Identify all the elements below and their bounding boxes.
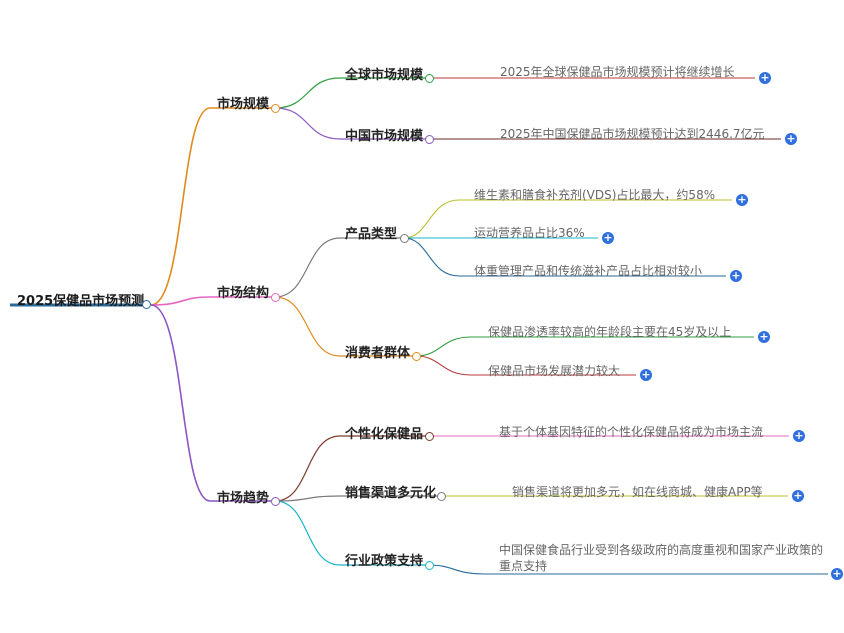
- node-product-type[interactable]: 产品类型: [345, 227, 398, 242]
- collapse-knob-consumer[interactable]: [412, 352, 421, 361]
- expand-button-age[interactable]: +: [758, 330, 770, 343]
- link-root-branch-2: [150, 304, 275, 502]
- branch-market-trend[interactable]: 市场趋势: [217, 491, 270, 506]
- link-branch-0-child-0: [274, 77, 429, 109]
- expand-button-potential[interactable]: +: [640, 368, 652, 381]
- node-global-market-size[interactable]: 全球市场规模: [345, 68, 424, 83]
- collapse-knob-market-size[interactable]: [271, 104, 280, 113]
- leaf-policy: 中国保健食品行业受到各级政府的高度重视和国家产业政策的重点支持: [499, 543, 824, 573]
- link-leaf-1-1-0: [415, 336, 754, 357]
- node-consumer-group[interactable]: 消费者群体: [345, 346, 411, 361]
- link-branch-2-child-2: [274, 500, 429, 566]
- leaf-age-penetration: 保健品渗透率较高的年龄段主要在45岁及以上: [488, 325, 732, 339]
- leaf-sports-share: 运动营养品占比36%: [474, 226, 585, 240]
- collapse-knob-product[interactable]: [400, 234, 409, 243]
- link-leaf-1-1-1: [415, 355, 636, 376]
- leaf-china-value: 2025年中国保健品市场规模预计达到2446.7亿元: [500, 127, 765, 141]
- root-node[interactable]: 2025保健品市场预测: [17, 294, 145, 309]
- link-root-branch-0: [150, 107, 275, 306]
- expand-button-weight[interactable]: +: [730, 269, 742, 282]
- node-sales-channel[interactable]: 销售渠道多元化: [345, 486, 437, 501]
- collapse-knob-channel[interactable]: [437, 492, 446, 501]
- link-branch-0-child-1: [274, 107, 429, 140]
- link-branch-1-child-0: [274, 237, 404, 298]
- expand-button-china[interactable]: +: [785, 132, 797, 145]
- collapse-knob-policy[interactable]: [425, 561, 434, 570]
- collapse-knob-market-trend[interactable]: [271, 497, 280, 506]
- leaf-growth-potential: 保健品市场发展潜力较大: [488, 364, 621, 378]
- node-policy-support[interactable]: 行业政策支持: [345, 554, 424, 569]
- link-leaf-1-0-2: [403, 237, 726, 277]
- expand-button-channels[interactable]: +: [792, 489, 804, 502]
- collapse-knob-personalized[interactable]: [425, 432, 434, 441]
- link-leaf-1-0-0: [403, 199, 732, 239]
- leaf-vds-share: 维生素和膳食补充剂(VDS)占比最大，约58%: [474, 188, 716, 202]
- collapse-knob-china[interactable]: [425, 135, 434, 144]
- node-personalized[interactable]: 个性化保健品: [345, 427, 424, 442]
- expand-button-gene[interactable]: +: [793, 429, 805, 442]
- expand-button-global[interactable]: +: [759, 71, 771, 84]
- leaf-global-growth: 2025年全球保健品市场规模预计将继续增长: [500, 65, 735, 79]
- branch-market-size[interactable]: 市场规模: [217, 97, 270, 112]
- link-root-branch-1: [150, 296, 275, 306]
- expand-button-sports[interactable]: +: [602, 231, 614, 244]
- leaf-channels: 销售渠道将更加多元，如在线商城、健康APP等: [512, 485, 763, 499]
- collapse-knob-global[interactable]: [425, 74, 434, 83]
- link-branch-2-child-1: [274, 495, 441, 502]
- link-leaf-2-2-0: [428, 564, 828, 575]
- node-china-market-size[interactable]: 中国市场规模: [345, 129, 424, 144]
- link-branch-2-child-0: [274, 435, 429, 502]
- expand-button-vds[interactable]: +: [736, 193, 748, 206]
- expand-button-policy[interactable]: +: [831, 567, 843, 580]
- link-branch-1-child-1: [274, 296, 416, 357]
- collapse-knob-root[interactable]: [142, 300, 151, 309]
- leaf-gene-based: 基于个体基因特征的个性化保健品将成为市场主流: [499, 425, 764, 439]
- branch-market-structure[interactable]: 市场结构: [217, 286, 270, 301]
- collapse-knob-market-structure[interactable]: [271, 293, 280, 302]
- leaf-weight-mgmt: 体重管理产品和传统滋补产品占比相对较小: [474, 264, 703, 278]
